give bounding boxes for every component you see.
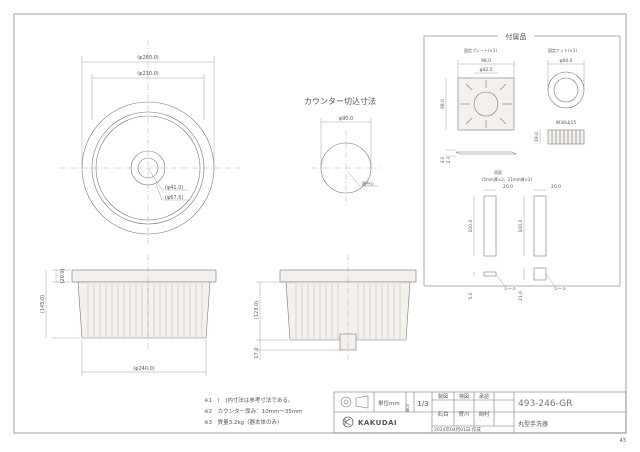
kakudai-logo-icon	[342, 416, 354, 428]
approver-name: 岡村	[478, 410, 490, 418]
seal-width-1: 20.0	[503, 184, 513, 190]
front-ribs	[87, 283, 203, 337]
cutout-diameter: φ90.0	[339, 116, 353, 122]
cutout-center-note: 器中心	[362, 180, 374, 186]
seal-thickness-2: 21.0	[518, 291, 524, 301]
product-name: 丸型手洗器	[518, 420, 548, 428]
plate-hole: φ42.5	[480, 67, 493, 73]
drafter-name: 石目	[437, 411, 448, 418]
page-number: 43	[620, 438, 626, 444]
front-dim-height: (145.0)	[40, 295, 46, 313]
nut-thread	[551, 130, 581, 144]
accessories-panel: 付属品 固定プレート(×1) 98.0 φ42.5 98.0 4.0 2.3 固…	[423, 30, 621, 301]
approve-label: 承認	[479, 393, 489, 400]
section-dim-height: (123.0)	[254, 301, 260, 319]
nut-thread-spec: W36山15	[556, 119, 577, 126]
plate-label: 固定プレート(×1)	[464, 47, 497, 53]
product-code: 493-246-GR	[518, 399, 572, 409]
accessories-title: 付属品	[506, 32, 527, 41]
seal-label: 両面	[494, 170, 502, 175]
note-3: ※3 質量3.2kg（器本体のみ）	[204, 418, 283, 426]
section-dim-bottom: 17.0	[254, 347, 260, 358]
seal-note: (5mm厚×2、21mm厚×2)	[482, 177, 533, 182]
notes: ※1 ( )内寸法は参考寸法である。 ※2 カウンター厚み：10mm～35mm …	[204, 396, 303, 426]
created-date: 2024年04月01日 作成	[434, 426, 481, 433]
scale-label: 尺度	[406, 404, 411, 413]
seal-width-2: 20.0	[551, 184, 561, 190]
front-dim-bottom: (φ240.0)	[133, 366, 155, 372]
seal-tag-1: シール	[504, 286, 516, 291]
dim-outer-diameter: (φ260.0)	[137, 55, 159, 61]
plan-view: (φ260.0) (φ230.0) (φ41.0) (φ67.5)	[60, 40, 240, 245]
seal-height-2: 100.0	[518, 219, 524, 232]
unit-label: 単位mm	[378, 399, 400, 407]
checker-name: 賀川	[458, 410, 469, 418]
nut-height: 19.0	[534, 132, 540, 142]
projection-symbol-icon	[340, 395, 369, 409]
front-view: (20.0) (145.0) (φ240.0)	[40, 255, 217, 376]
counter-cutout: カウンター切込寸法 φ90.0 器中心	[304, 96, 380, 205]
scale-value: 1/3	[417, 400, 428, 408]
dim-drain-small: (φ41.0)	[165, 185, 183, 191]
plate-slots	[460, 80, 512, 128]
plate-thickness-2: 2.3	[446, 156, 451, 163]
front-dim-rim: (20.0)	[60, 268, 66, 283]
dim-drain-large: (φ67.5)	[165, 195, 183, 201]
title-block: 単位mm 尺度 1/3 製図 検図 承認 石目 賀川 岡村 2024年04月01…	[333, 391, 627, 434]
draw-label: 製図	[438, 393, 448, 400]
nut-label: 固定ナット(×1)	[548, 47, 577, 53]
plate-height: 98.0	[440, 99, 446, 109]
brand-name: KAKUDAI	[358, 419, 397, 427]
seal-height-1: 100.0	[468, 219, 474, 232]
cutout-title: カウンター切込寸法	[304, 96, 376, 106]
dim-inner-diameter: (φ230.0)	[137, 71, 159, 77]
nut-diameter: φ60.0	[560, 58, 573, 64]
seal-thickness-1: 5.0	[468, 292, 474, 299]
sheet-border	[13, 13, 627, 434]
note-1: ※1 ( )内寸法は参考寸法である。	[204, 396, 293, 404]
seal-tag-2: シール	[554, 286, 566, 291]
plate-thickness-1: 4.0	[440, 156, 445, 163]
section-ribs	[295, 283, 401, 339]
check-label: 検図	[459, 393, 469, 400]
section-view: (123.0) 17.0	[254, 255, 417, 360]
note-2: ※2 カウンター厚み：10mm～35mm	[204, 407, 303, 415]
plate-width: 98.0	[481, 58, 491, 64]
